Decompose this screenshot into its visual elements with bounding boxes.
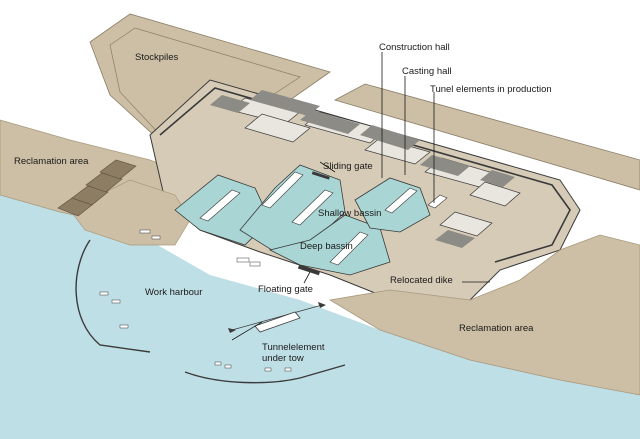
deep-basin <box>268 214 391 276</box>
reclamation-area-right-land <box>328 234 640 396</box>
label-sliding-gate: Sliding gate <box>323 161 373 172</box>
tunnel-element-b <box>261 171 304 209</box>
label-construction-hall: Construction hall <box>379 42 450 53</box>
label-reclamation-area-right: Reclamation area <box>459 323 534 334</box>
label-casting-hall: Casting hall <box>402 66 452 77</box>
label-relocated-dike: Relocated dike <box>390 275 453 286</box>
label-tunnel-under-tow-line1: Tunnelelement <box>262 342 325 353</box>
harbour-boats <box>99 229 292 372</box>
side-hall-1 <box>469 181 521 207</box>
tunnel-element-e <box>384 187 418 214</box>
tunnel-element-c <box>291 189 334 226</box>
outer-breakwater <box>184 364 346 384</box>
label-shallow-basin: Shallow bassin <box>318 208 381 219</box>
label-deep-basin: Deep bassin <box>300 241 353 252</box>
leader-lines <box>231 52 490 341</box>
casting-hall-1 <box>364 137 431 165</box>
sliding-gate <box>311 171 330 180</box>
stockpile-blocks <box>57 159 137 217</box>
side-hall-2 <box>439 211 493 237</box>
sea <box>0 190 640 439</box>
tunnel-elements <box>199 171 448 266</box>
tunnel-element-under-tow <box>228 302 326 333</box>
label-reclamation-area-left: Reclamation area <box>14 156 89 167</box>
dike-outline <box>159 87 571 263</box>
label-work-harbour: Work harbour <box>145 287 202 298</box>
label-stockpiles: Stockpiles <box>135 52 179 63</box>
label-tunnel-elements-in-production: Tunel elements in production <box>430 84 552 95</box>
upper-right-strip <box>333 83 640 191</box>
construction-hall-2 <box>244 113 311 143</box>
tunnel-element-d <box>329 231 369 266</box>
tunnel-element-production <box>427 194 448 209</box>
floating-gate <box>297 264 321 276</box>
label-tunnel-under-tow-line2: under tow <box>262 353 304 364</box>
tunnel-element-a <box>199 189 241 222</box>
work-harbour-breakwater <box>75 239 151 353</box>
label-floating-gate: Floating gate <box>258 284 313 295</box>
